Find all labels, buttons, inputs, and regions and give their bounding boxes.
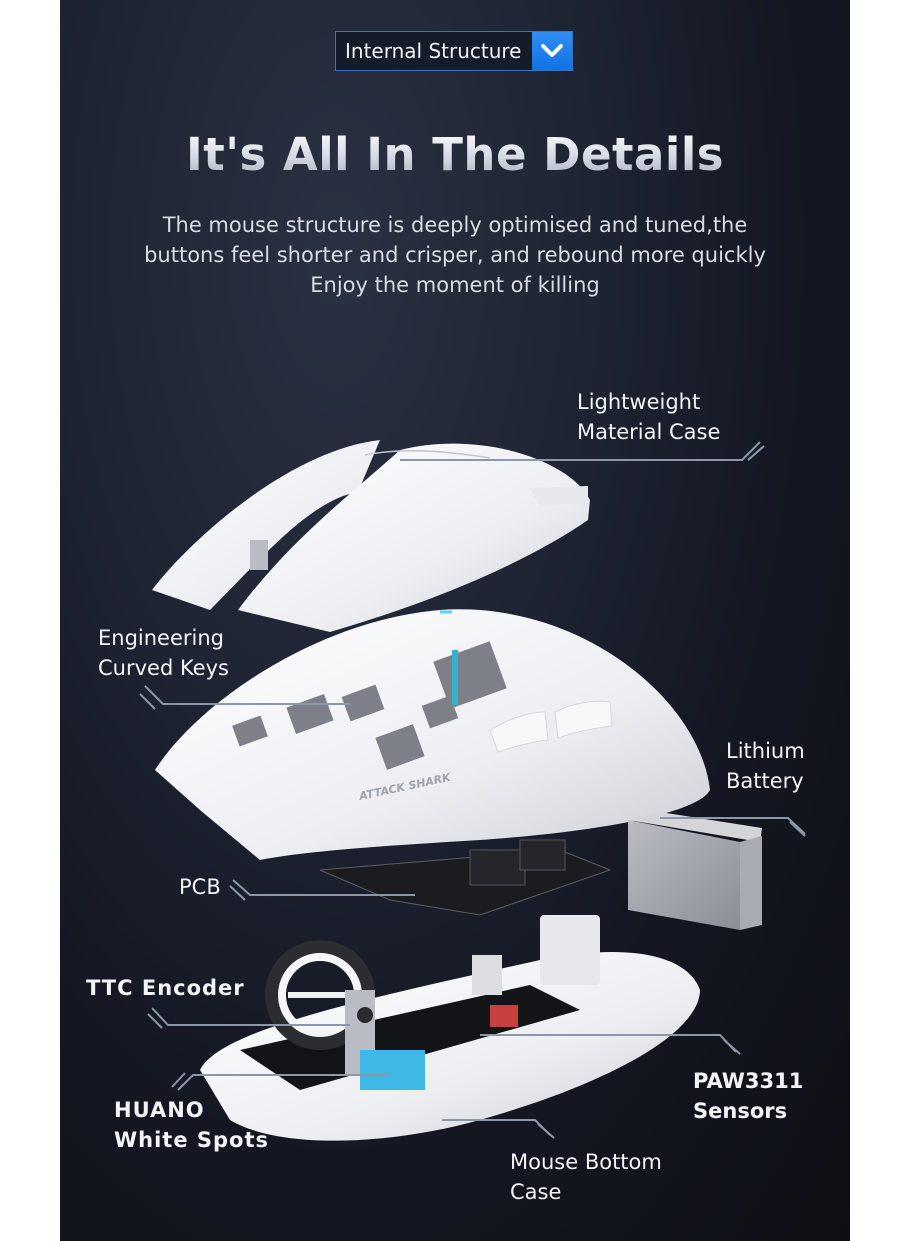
leader-lines [139,441,806,1139]
callout-text: Lithium [726,739,805,763]
section-badge-label: Internal Structure [345,39,522,63]
callout-text: Case [510,1180,562,1204]
chevron-down-icon [532,32,572,70]
subtitle-line: buttons feel shorter and crisper, and re… [144,243,766,267]
callout-text: PCB [179,875,221,899]
callout-text: PAW3311 [693,1069,804,1093]
product-panel: ATTACK SHARK [60,0,850,1241]
subtitle-line: The mouse structure is deeply optimised … [162,213,748,237]
battery-block [628,812,762,930]
callout-curved-keys: Engineering Curved Keys [98,623,229,683]
callout-lithium-battery: Lithium Battery [726,736,805,796]
section-badge: Internal Structure [335,31,573,71]
callout-pcb: PCB [179,872,221,902]
mouse-body: ATTACK SHARK [155,609,710,860]
subtitle-line: Enjoy the moment of killing [310,273,600,297]
top-shell [152,440,590,632]
callout-text: White Spots [114,1128,270,1152]
callout-ttc-encoder: TTC Encoder [86,973,245,1003]
callout-text: Lightweight [577,390,701,414]
callout-huano-switches: HUANO White Spots [114,1095,269,1155]
bottom-case [200,915,700,1141]
callout-text: Engineering [98,626,224,650]
callout-text: Sensors [693,1099,788,1123]
callout-text: Material Case [577,420,721,444]
callout-bottom-case: Mouse Bottom Case [510,1147,662,1207]
callout-paw3311-sensor: PAW3311 Sensors [693,1066,803,1126]
callout-lightweight-case: Lightweight Material Case [577,387,720,447]
callout-text: Battery [726,769,804,793]
callout-text: TTC Encoder [86,976,245,1000]
callout-text: Curved Keys [98,656,229,680]
page-title: It's All In The Details [60,128,850,181]
page-subtitle: The mouse structure is deeply optimised … [60,210,850,300]
callout-text: HUANO [114,1098,205,1122]
pcb-board [319,839,612,916]
exploded-mouse-illustration: ATTACK SHARK [139,440,806,1141]
callout-text: Mouse Bottom [510,1150,662,1174]
